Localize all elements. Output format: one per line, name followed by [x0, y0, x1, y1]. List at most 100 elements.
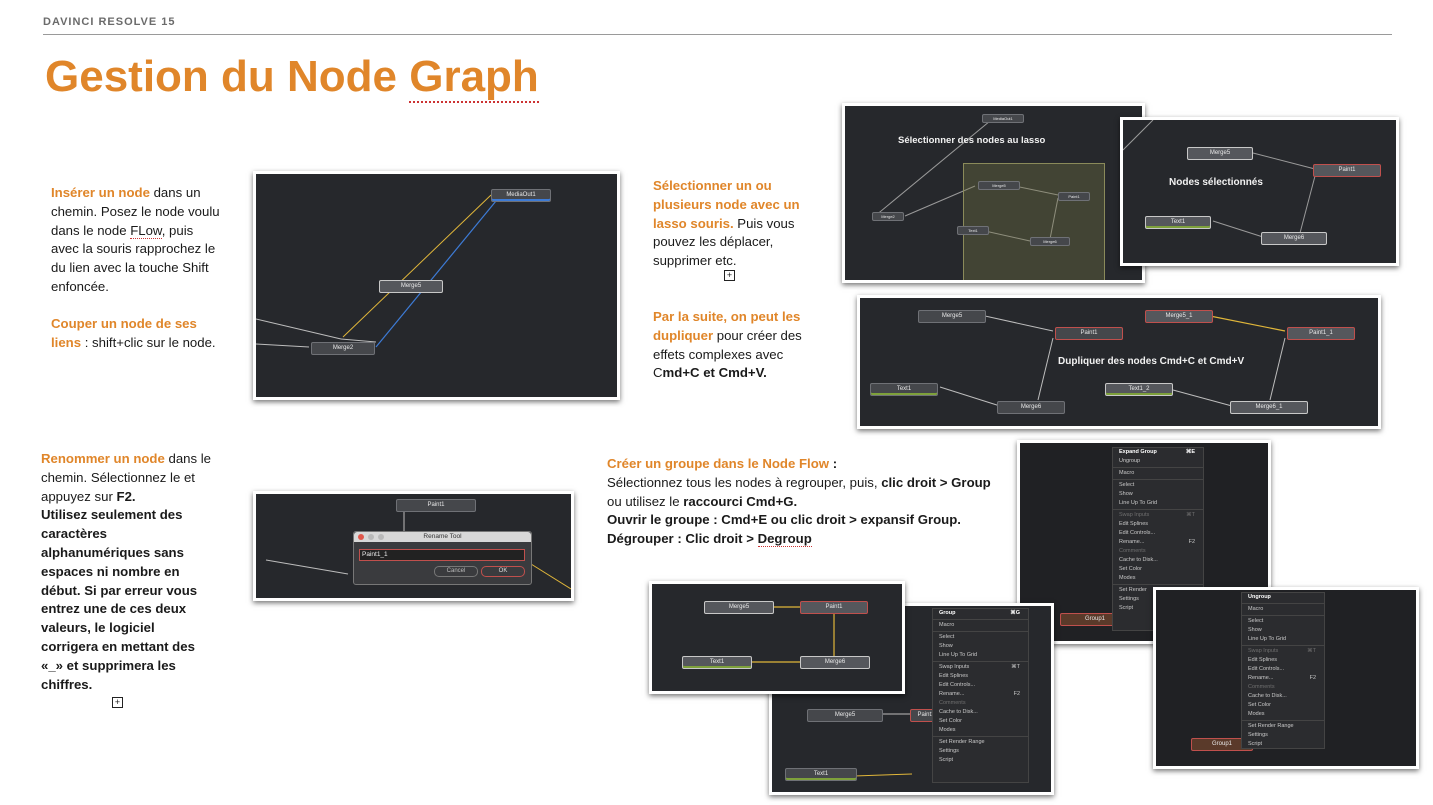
node-text1[interactable]: Text1 — [957, 226, 989, 235]
menu-swap-inputs[interactable]: Swap Inputs⌘T — [1248, 648, 1316, 654]
node-paint1[interactable]: Paint1 — [1058, 192, 1090, 201]
rename-links — [265, 511, 571, 590]
menu-macro[interactable]: Macro — [1248, 606, 1264, 612]
node-merge5[interactable]: Merge5 — [978, 181, 1020, 190]
menu-settings[interactable]: Settings — [939, 748, 959, 754]
menu-rename[interactable]: Rename...F2 — [1248, 675, 1316, 681]
node-text1[interactable]: Text1 — [682, 656, 752, 669]
menu-rename[interactable]: Rename...F2 — [1119, 539, 1195, 545]
document-header: DAVINCI RESOLVE 15 — [43, 16, 176, 28]
menu-set-color[interactable]: Set Color — [1119, 566, 1142, 572]
menu-line-up[interactable]: Line Up To Grid — [1248, 636, 1287, 642]
menu-cache[interactable]: Cache to Disk... — [1119, 557, 1158, 563]
menu-comments[interactable]: Comments — [939, 700, 966, 706]
node-paint1[interactable]: Paint1 — [396, 499, 476, 512]
node-merge5[interactable]: Merge5 — [807, 709, 883, 722]
menu-group[interactable]: Group⌘G — [939, 610, 1020, 616]
expand-icon[interactable]: + — [724, 270, 735, 281]
menu-modes[interactable]: Modes — [1248, 711, 1265, 717]
expand-icon[interactable]: + — [112, 697, 123, 708]
ok-button[interactable]: OK — [481, 566, 525, 577]
menu-modes[interactable]: Modes — [939, 727, 956, 733]
node-merge5[interactable]: Merge5 — [379, 280, 443, 293]
menu-cache[interactable]: Cache to Disk... — [1248, 693, 1287, 699]
menu-set-render-range[interactable]: Set Render Range — [1248, 723, 1294, 729]
menu-select[interactable]: Select — [939, 634, 955, 640]
menu-edit-splines[interactable]: Edit Splines — [1248, 657, 1278, 663]
rename-input[interactable]: Paint1_1 — [359, 549, 525, 561]
menu-line-up[interactable]: Line Up To Grid — [1119, 500, 1158, 506]
screenshot-lasso: Sélectionner des nodes au lasso MediaOut… — [842, 103, 1145, 283]
menu-script[interactable]: Script — [1248, 741, 1263, 747]
dialog-titlebar: Rename Tool — [354, 532, 531, 542]
minimize-icon[interactable] — [368, 534, 374, 540]
node-text1[interactable]: Text1 — [785, 768, 857, 781]
menu-comments[interactable]: Comments — [1248, 684, 1275, 690]
zoom-icon[interactable] — [378, 534, 384, 540]
menu-rename[interactable]: Rename...F2 — [939, 691, 1020, 697]
menu-edit-splines[interactable]: Edit Splines — [1119, 521, 1149, 527]
menu-macro[interactable]: Macro — [1119, 470, 1135, 476]
node-merge2[interactable]: Merge2 — [311, 342, 375, 355]
menu-show[interactable]: Show — [939, 643, 953, 649]
node-paint1[interactable]: Paint1 — [800, 601, 868, 614]
node-merge6[interactable]: Merge6 — [1261, 232, 1327, 245]
menu-ungroup[interactable]: Ungroup — [1119, 458, 1141, 464]
node-mediaout1[interactable]: MediaOut1 — [982, 114, 1024, 123]
menu-line-up[interactable]: Line Up To Grid — [939, 652, 978, 658]
insert-body-2: , puis avec la souris rapprochez le du l… — [51, 222, 216, 294]
menu-macro[interactable]: Macro — [939, 622, 955, 628]
node-merge2[interactable]: Merge2 — [872, 212, 904, 221]
menu-set-render-range[interactable]: Set Render Range — [939, 739, 985, 745]
menu-expand-group[interactable]: Expand Group⌘E — [1119, 449, 1195, 455]
close-icon[interactable] — [358, 534, 364, 540]
node-merge6-1[interactable]: Merge6_1 — [1230, 401, 1308, 414]
node-group1[interactable]: Group1 — [1191, 738, 1253, 751]
menu-set-color[interactable]: Set Color — [1248, 702, 1271, 708]
menu-ungroup[interactable]: Ungroup — [1248, 594, 1271, 600]
menu-settings[interactable]: Settings — [1248, 732, 1268, 738]
node-text1[interactable]: Text1 — [870, 383, 938, 396]
menu-edit-controls[interactable]: Edit Controls... — [1248, 666, 1285, 672]
menu-swap-inputs[interactable]: Swap Inputs⌘T — [939, 664, 1020, 670]
node-merge5[interactable]: Merge5 — [918, 310, 986, 323]
menu-show[interactable]: Show — [1248, 627, 1262, 633]
menu-select[interactable]: Select — [1248, 618, 1264, 624]
screenshot-insert-node: MediaOut1 Merge5 Merge2 — [253, 171, 620, 400]
node-text1[interactable]: Text1 — [1145, 216, 1211, 229]
node-merge5[interactable]: Merge5 — [704, 601, 774, 614]
node-merge6[interactable]: Merge6 — [800, 656, 870, 669]
node-merge6[interactable]: Merge6 — [997, 401, 1065, 414]
node-mediaout1[interactable]: MediaOut1 — [491, 189, 551, 202]
node-paint1-1[interactable]: Paint1_1 — [1287, 327, 1355, 340]
group-heading: Créer un groupe dans le Node Flow — [607, 456, 830, 471]
node-merge5[interactable]: Merge5 — [1187, 147, 1253, 160]
insert-heading: Insérer un node — [51, 185, 150, 200]
menu-select[interactable]: Select — [1119, 482, 1135, 488]
node-merge5-1[interactable]: Merge5_1 — [1145, 310, 1213, 323]
group-shortcut: raccourci Cmd+G. — [683, 493, 798, 509]
lasso-caption: Sélectionner des nodes au lasso — [898, 135, 1046, 146]
node-merge6[interactable]: Merge6 — [1030, 237, 1070, 246]
menu-script[interactable]: Script — [1119, 605, 1134, 611]
cancel-button[interactable]: Cancel — [434, 566, 478, 577]
menu-edit-splines[interactable]: Edit Splines — [939, 673, 969, 679]
menu-comments[interactable]: Comments — [1119, 548, 1146, 554]
node-paint1[interactable]: Paint1 — [1313, 164, 1381, 177]
screenshot-selected: Merge5 Paint1 Nodes sélectionnés Text1 M… — [1120, 117, 1399, 266]
menu-set-render[interactable]: Set Render — [1119, 587, 1147, 593]
lasso-heading: Sélectionner un ou plusieurs node avec u… — [653, 178, 800, 231]
menu-show[interactable]: Show — [1119, 491, 1133, 497]
menu-modes[interactable]: Modes — [1119, 575, 1136, 581]
menu-script[interactable]: Script — [939, 757, 954, 763]
menu-settings[interactable]: Settings — [1119, 596, 1139, 602]
menu-swap-inputs[interactable]: Swap Inputs⌘T — [1119, 512, 1195, 518]
group-body: Sélectionnez tous les nodes à regrouper,… — [607, 474, 882, 490]
menu-edit-controls[interactable]: Edit Controls... — [1119, 530, 1156, 536]
node-paint1[interactable]: Paint1 — [1055, 327, 1123, 340]
menu-set-color[interactable]: Set Color — [939, 718, 962, 724]
node-text1-2[interactable]: Text1_2 — [1105, 383, 1173, 396]
menu-cache[interactable]: Cache to Disk... — [939, 709, 978, 715]
menu-edit-controls[interactable]: Edit Controls... — [939, 682, 976, 688]
screenshot-ungroup-menu: Group1 Ungroup Macro Select Show Line Up… — [1153, 587, 1419, 769]
